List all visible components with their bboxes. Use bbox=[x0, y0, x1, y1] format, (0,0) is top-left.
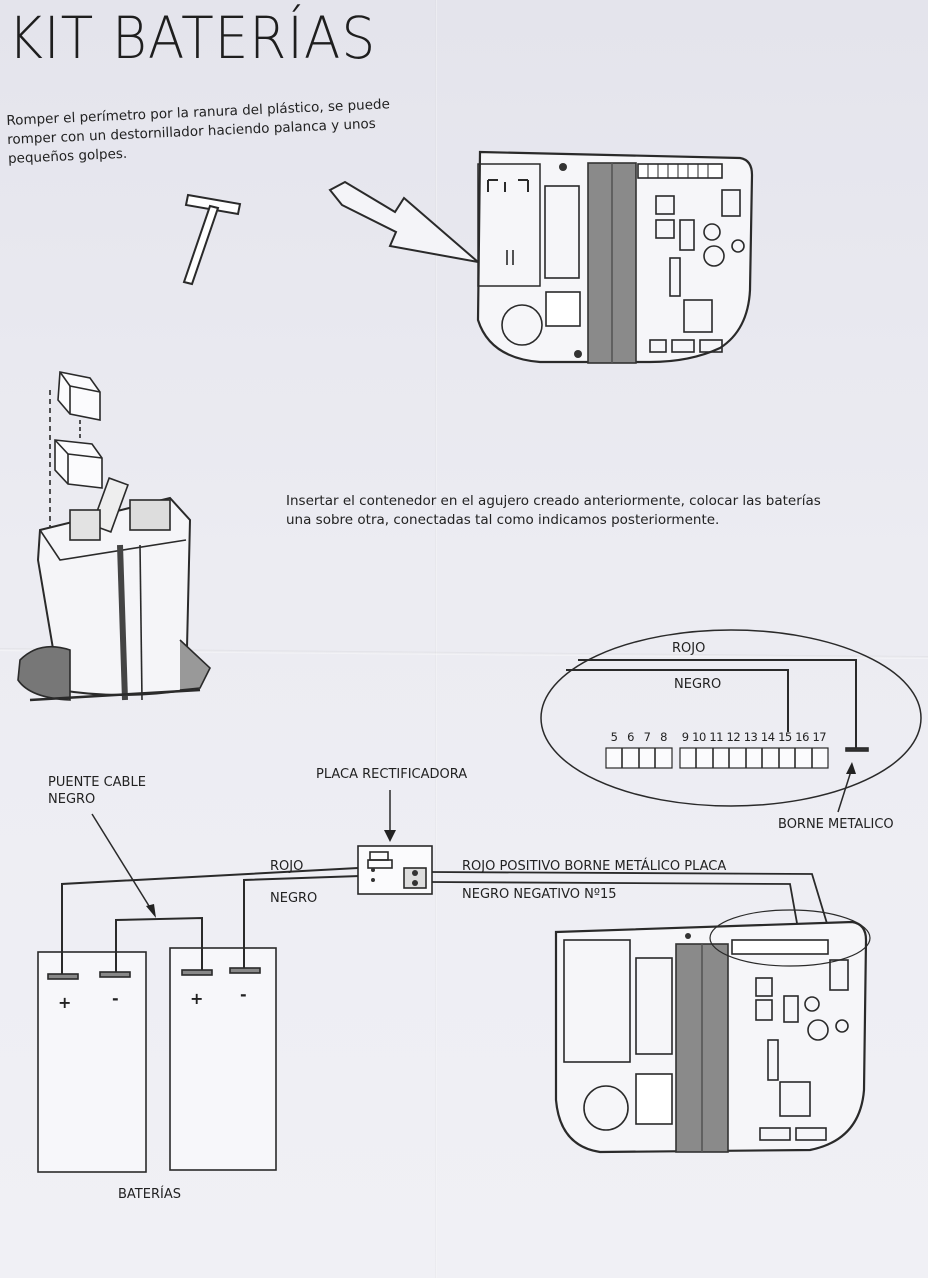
terminal-number: 17 bbox=[812, 730, 827, 744]
paper-fold-vertical bbox=[435, 0, 437, 1278]
terminal-number: 9 bbox=[681, 730, 689, 744]
wire-negro-label: NEGRO bbox=[270, 891, 318, 906]
placa-rectificadora-label: PLACA RECTIFICADORA bbox=[316, 767, 468, 782]
terminal-number: 15 bbox=[778, 730, 792, 744]
terminal-number: 16 bbox=[795, 730, 809, 744]
detail-rojo-label: ROJO bbox=[672, 641, 706, 656]
rojo-positivo-label: ROJO POSITIVO BORNE METÁLICO PLACA bbox=[462, 859, 727, 874]
terminal-number: 14 bbox=[760, 730, 775, 744]
battery1-minus: - bbox=[112, 989, 119, 1008]
terminal-number: 7 bbox=[643, 730, 651, 744]
control-box-top bbox=[476, 150, 754, 364]
page-title: KIT BATERÍAS bbox=[8, 4, 377, 72]
baterias-label: BATERÍAS bbox=[118, 1187, 181, 1202]
terminal-number: 5 bbox=[610, 730, 618, 744]
terminal-number: 12 bbox=[726, 730, 741, 744]
terminal-detail bbox=[540, 629, 922, 813]
wire-rojo-label: ROJO bbox=[270, 859, 304, 874]
step2-instruction: Insertar el contenedor en el agujero cre… bbox=[286, 493, 821, 528]
battery2-minus: - bbox=[240, 985, 247, 1004]
wiring-diagram bbox=[37, 790, 833, 1173]
terminal-numbers-right: 9 10 11 12 13 14 15 16 17 bbox=[680, 730, 828, 744]
battery-container-illustration bbox=[17, 371, 211, 702]
terminal-numbers-left: 5 6 7 8 bbox=[606, 730, 672, 744]
terminal-number: 13 bbox=[743, 730, 758, 744]
terminal-number: 11 bbox=[709, 730, 723, 744]
negro-negativo-label: NEGRO NEGATIVO Nº15 bbox=[462, 887, 617, 902]
terminal-number: 6 bbox=[627, 730, 635, 744]
terminal-number: 8 bbox=[660, 730, 668, 744]
detail-negro-label: NEGRO bbox=[674, 677, 722, 692]
borne-metalico-label: BORNE METALICO bbox=[778, 817, 894, 832]
arrow-icon bbox=[328, 180, 482, 264]
battery1-plus: + bbox=[58, 993, 72, 1012]
control-box-bottom bbox=[554, 909, 871, 1154]
puente-cable-label: PUENTE CABLE NEGRO bbox=[48, 775, 146, 807]
hammer-icon bbox=[182, 193, 242, 286]
battery2-plus: + bbox=[190, 989, 204, 1008]
terminal-number: 10 bbox=[692, 730, 706, 744]
